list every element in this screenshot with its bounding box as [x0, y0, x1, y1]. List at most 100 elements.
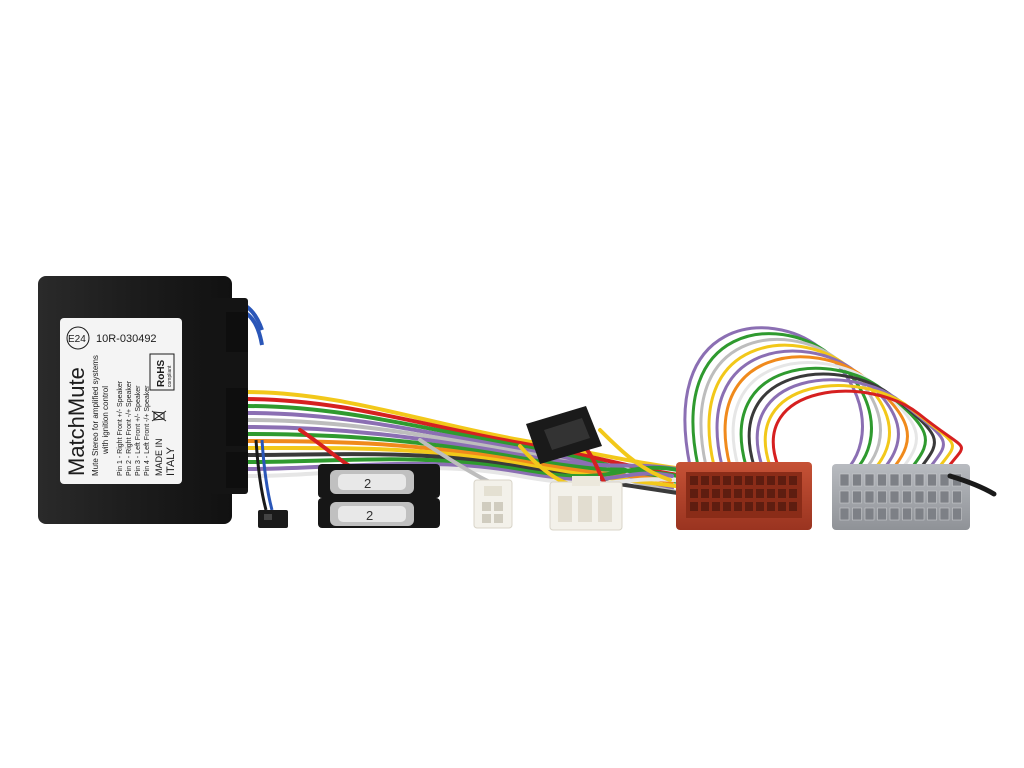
loop-wire [707, 343, 891, 468]
lead-wire [254, 439, 268, 511]
connector-pin [712, 502, 720, 511]
connector-pin [914, 490, 925, 504]
connector-pin [877, 490, 887, 504]
loop-wire [691, 332, 873, 468]
brand-name: MatchMute [64, 367, 89, 476]
weee-bin-icon [151, 410, 167, 422]
rohs-subtext: compliant [167, 365, 173, 387]
connector-pin [789, 476, 797, 485]
e-mark-circle [66, 326, 90, 350]
fuse-holder-bottom: 2 [318, 498, 440, 528]
connector-pin [767, 476, 775, 485]
loop-wire [739, 366, 927, 468]
connector-pin [701, 476, 709, 485]
connector-pin [767, 489, 775, 498]
fuse-holder-top: 2 [318, 464, 440, 498]
connector-pin [778, 489, 786, 498]
connector-pin [927, 473, 937, 487]
connector-pin [778, 502, 786, 511]
loop-wire [755, 378, 945, 468]
connector-pin [902, 473, 912, 487]
connector-pin [756, 502, 764, 511]
main-wire-bundle [244, 390, 692, 496]
pin-line-1: Pin 1 - Right Front +/- Speaker [117, 380, 124, 476]
harness-wire [244, 425, 686, 472]
connector-pin [723, 489, 731, 498]
fuse-rating-top: 2 [364, 476, 371, 491]
connector-pin [712, 476, 720, 485]
e-mark-code: E24 [68, 334, 86, 345]
connector-pin [839, 507, 850, 521]
approval-number: 10R-030492 [96, 333, 157, 345]
connector-pin [734, 502, 742, 511]
connector-pin [952, 507, 962, 521]
connector-pin [734, 476, 742, 485]
red-harness-connector [676, 462, 812, 530]
connector-pin [914, 507, 925, 521]
connector-pin [712, 489, 720, 498]
fuse-rating-bottom: 2 [366, 508, 373, 523]
connector-pin [756, 476, 764, 485]
loop-wire [771, 389, 963, 468]
connector-pin [952, 490, 962, 504]
harness-wire [598, 428, 672, 482]
grey-harness-connector [832, 464, 970, 530]
connector-pin [789, 489, 797, 498]
connector-pin [756, 489, 764, 498]
loop-wire [683, 326, 864, 468]
connector-pin [864, 507, 875, 521]
loop-wire [699, 337, 882, 468]
connector-pin [723, 476, 731, 485]
connector-pin [927, 507, 937, 521]
connector-pin [745, 502, 753, 511]
harness-wire [244, 457, 680, 479]
connector-pin [723, 502, 731, 511]
made-in: MADE IN [154, 438, 164, 476]
connector-pin [852, 490, 862, 504]
loop-wire [747, 372, 936, 468]
connector-pin [745, 476, 753, 485]
rohs-text: RoHS [156, 359, 167, 387]
connector-pin [734, 489, 742, 498]
module-label: MatchMute Mute Stereo for amplified syst… [60, 318, 182, 484]
connector-pin [690, 476, 698, 485]
loop-wire [715, 349, 900, 468]
black-flying-lead [947, 473, 997, 497]
connector-pin [690, 489, 698, 498]
pin-line-4: Pin 4 - Left Front -/+ Speaker [144, 385, 151, 476]
loop-wire [723, 355, 909, 468]
pin-line-3: Pin 3 - Left Front +/- Speaker [135, 385, 142, 476]
connector-pin [902, 507, 912, 521]
matchmute-module: MatchMute Mute Stereo for amplified syst… [38, 276, 248, 524]
connector-pin [902, 490, 912, 504]
connector-pin [877, 473, 887, 487]
connector-pin [914, 473, 925, 487]
connector-pin [939, 473, 950, 487]
connector-pin [690, 502, 698, 511]
tagline-line-2: with ignition control [101, 386, 110, 455]
connector-pin [864, 490, 875, 504]
connector-pin [927, 490, 937, 504]
connector-pin [745, 489, 753, 498]
white-4pin-connector [473, 479, 513, 529]
connector-pin [852, 507, 862, 521]
connector-pin [852, 473, 862, 487]
loop-wire [731, 361, 918, 468]
connector-pin [789, 502, 797, 511]
connector-pin [889, 473, 900, 487]
connector-pin [839, 490, 850, 504]
connector-pin [839, 473, 850, 487]
pin-line-2: Pin 2 - Right Front -/+ Speaker [126, 380, 133, 476]
white-6pin-connector [549, 476, 623, 531]
connector-pin [767, 502, 775, 511]
lead-wire [260, 439, 274, 511]
loop-wire [763, 384, 954, 468]
connector-pin [864, 473, 875, 487]
wire-loop-bundle [683, 326, 963, 468]
connector-pin [939, 507, 950, 521]
made-in-country: ITALY [165, 446, 177, 476]
tagline-line-1: Mute Stereo for amplified systems [91, 355, 100, 476]
connector-pin [889, 507, 900, 521]
connector-pin [889, 490, 900, 504]
